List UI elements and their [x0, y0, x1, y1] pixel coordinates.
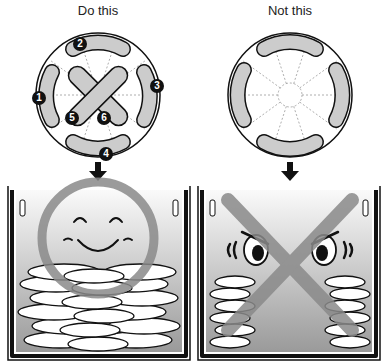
callout-number: 2: [73, 37, 87, 51]
drum-top-view-good: [36, 33, 160, 157]
laundry-item: [210, 288, 250, 300]
drum-side-good: [8, 182, 190, 360]
laundry-item: [74, 309, 134, 323]
drum-side-bad: [198, 186, 380, 360]
laundry-item: [210, 336, 250, 348]
panel-heading: Do this: [78, 3, 118, 18]
callout-number: 4: [99, 147, 113, 161]
laundry-item: [64, 269, 124, 283]
laundry-item: [325, 276, 365, 288]
laundry-item: [60, 323, 120, 337]
panel-heading: Not this: [268, 3, 312, 18]
callout-number: 5: [65, 111, 79, 125]
down-arrow: [89, 162, 299, 181]
laundry-item: [68, 337, 128, 351]
laundry-item: [330, 336, 370, 348]
drum-top-view-bad: [228, 33, 352, 157]
callout-number: 6: [97, 111, 111, 125]
callout-number: 1: [32, 91, 46, 105]
callout-number: 3: [150, 79, 164, 93]
laundry-item: [330, 288, 370, 300]
laundry-item: [215, 276, 255, 288]
